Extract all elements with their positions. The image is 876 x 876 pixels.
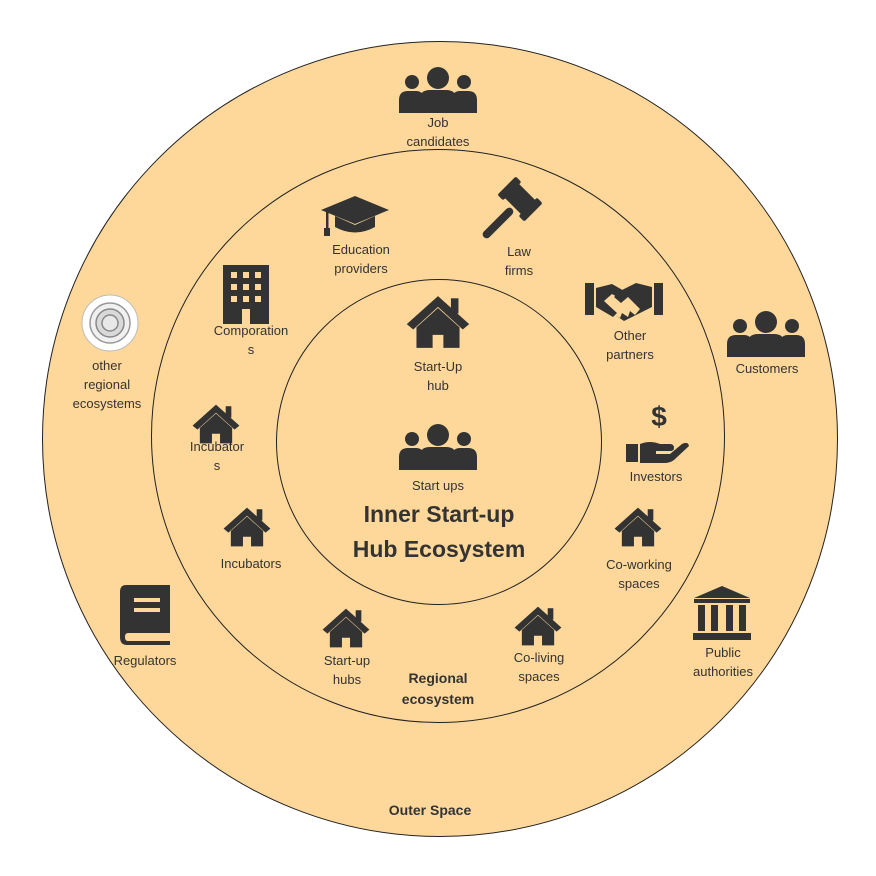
house-icon (402, 294, 474, 350)
corporations-label: Comporation s (213, 323, 289, 357)
house-icon (612, 506, 664, 548)
inner-ecosystem-title: Inner Start-up Hub Ecosystem (352, 501, 526, 562)
startup-hub-label: Start-Up hub (413, 359, 463, 393)
incubators-wrapped-label: Incubator s (189, 439, 245, 473)
regional-ecosystem-title: Regional ecosystem (401, 670, 475, 707)
house-icon (320, 607, 372, 649)
coliving-spaces-label: Co-living spaces (513, 650, 565, 684)
public-authorities-label: Public authorities (693, 645, 753, 679)
people-group-icon (398, 423, 478, 471)
other-partners-label: Other partners (606, 328, 654, 362)
people-group-icon (398, 66, 478, 114)
handshake-icon (584, 279, 664, 323)
education-providers-label: Education providers (332, 242, 390, 276)
house-icon (221, 506, 273, 548)
people-group-icon (726, 310, 806, 358)
target-circle-icon (81, 294, 139, 352)
coworking-spaces-label: Co-working spaces (606, 557, 672, 591)
bank-building-icon (692, 585, 752, 641)
investors-label: Investors (629, 469, 683, 484)
house-icon (190, 403, 242, 445)
other-regional-ecosystems-label: other regional ecosystems (72, 358, 142, 411)
customers-label: Customers (735, 361, 799, 376)
gavel-icon (480, 177, 544, 241)
house-icon (512, 605, 564, 647)
regulators-label: Regulators (113, 653, 177, 668)
law-firms-label: Law firms (504, 244, 534, 278)
office-building-icon (221, 263, 271, 325)
hand-dollar-icon: $ (624, 400, 690, 464)
incubators-label: Incubators (220, 556, 282, 571)
regional-ring (151, 149, 725, 723)
job-candidates-label: Job candidates (406, 115, 470, 149)
startups-label: Start ups (411, 478, 465, 493)
svg-text:$: $ (651, 401, 667, 432)
inner-ring (276, 279, 602, 605)
graduation-cap-icon (319, 194, 391, 238)
book-icon (118, 584, 172, 646)
startup-hubs-label: Start-up hubs (323, 653, 371, 687)
outer-space-title: Outer Space (388, 802, 472, 818)
